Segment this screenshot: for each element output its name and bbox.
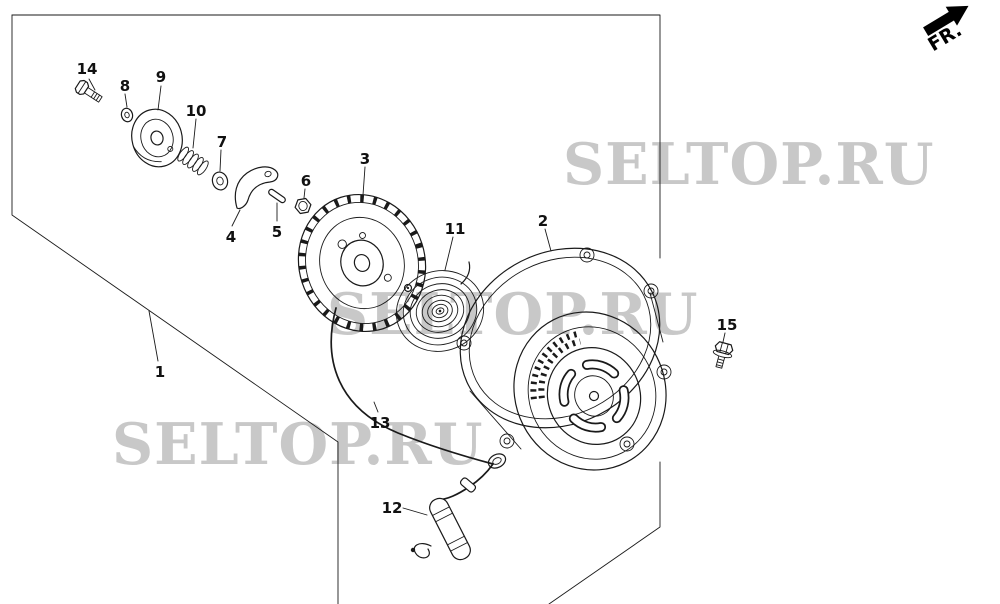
panel-outline <box>11 14 661 604</box>
part-11-spiral-spring <box>395 270 485 352</box>
callout-13-label: 13 <box>370 414 391 432</box>
part-2-starter-housing <box>456 247 672 471</box>
callout-8-label: 8 <box>120 77 130 95</box>
callout-11: 11 <box>444 220 466 271</box>
callout-14-label: 14 <box>77 60 98 78</box>
part-6-nut <box>294 197 312 215</box>
callout-2: 2 <box>538 212 552 252</box>
callout-1-label: 1 <box>155 363 165 381</box>
watermark-bottom-left: SELTOP.RU <box>112 411 483 478</box>
part-14-bolt <box>74 79 103 103</box>
callout-7-label: 7 <box>217 133 227 151</box>
callout-7: 7 <box>217 133 227 172</box>
housing-face-slots <box>558 359 630 433</box>
watermark-top-right: SELTOP.RU <box>563 131 934 198</box>
callout-9-label: 9 <box>156 68 166 86</box>
callout-10: 10 <box>186 102 207 149</box>
callout-4-label: 4 <box>226 228 236 246</box>
callout-3: 3 <box>360 150 370 196</box>
callout-4: 4 <box>226 209 241 246</box>
part-7-washer <box>211 171 229 191</box>
callout-5: 5 <box>272 202 282 241</box>
part-12-starter-grip <box>429 497 471 561</box>
callout-10-label: 10 <box>186 102 207 120</box>
part-9-friction-plate <box>131 108 183 168</box>
part-8-washer <box>120 107 134 123</box>
housing-rope-outlet <box>487 453 507 469</box>
spiral-spring-hook <box>460 261 471 285</box>
callout-11-label: 11 <box>445 220 466 238</box>
callout-14: 14 <box>77 60 98 91</box>
callout-6: 6 <box>301 172 311 199</box>
fr-arrow-icon <box>923 5 969 36</box>
callout-12: 12 <box>382 499 428 517</box>
part-3-recoil-pulley <box>297 193 427 333</box>
callout-12-label: 12 <box>382 499 403 517</box>
fr-direction-indicator: FR. <box>923 5 969 56</box>
rope-ferrule <box>459 477 477 493</box>
small-screw <box>403 283 413 293</box>
callout-13: 13 <box>370 401 391 432</box>
callout-9: 9 <box>156 68 166 111</box>
callout-5-label: 5 <box>272 223 282 241</box>
callout-15: 15 <box>717 316 738 343</box>
housing-vent-louvers <box>530 330 581 400</box>
rope-knot <box>410 543 432 559</box>
part-4-ratchet-arm <box>234 166 279 210</box>
callout-15-label: 15 <box>717 316 738 334</box>
watermark-center: SELTOP.RU <box>327 281 698 348</box>
part-5-pivot-pin <box>268 188 286 204</box>
callout-1: 1 <box>148 310 165 381</box>
part-15-flange-bolt <box>712 341 734 369</box>
callout-2-label: 2 <box>538 212 548 230</box>
part-10-friction-spring <box>177 146 209 176</box>
housing-mount-ears <box>456 247 672 452</box>
callout-3-label: 3 <box>360 150 370 168</box>
callout-6-label: 6 <box>301 172 311 190</box>
callout-8: 8 <box>120 77 130 108</box>
